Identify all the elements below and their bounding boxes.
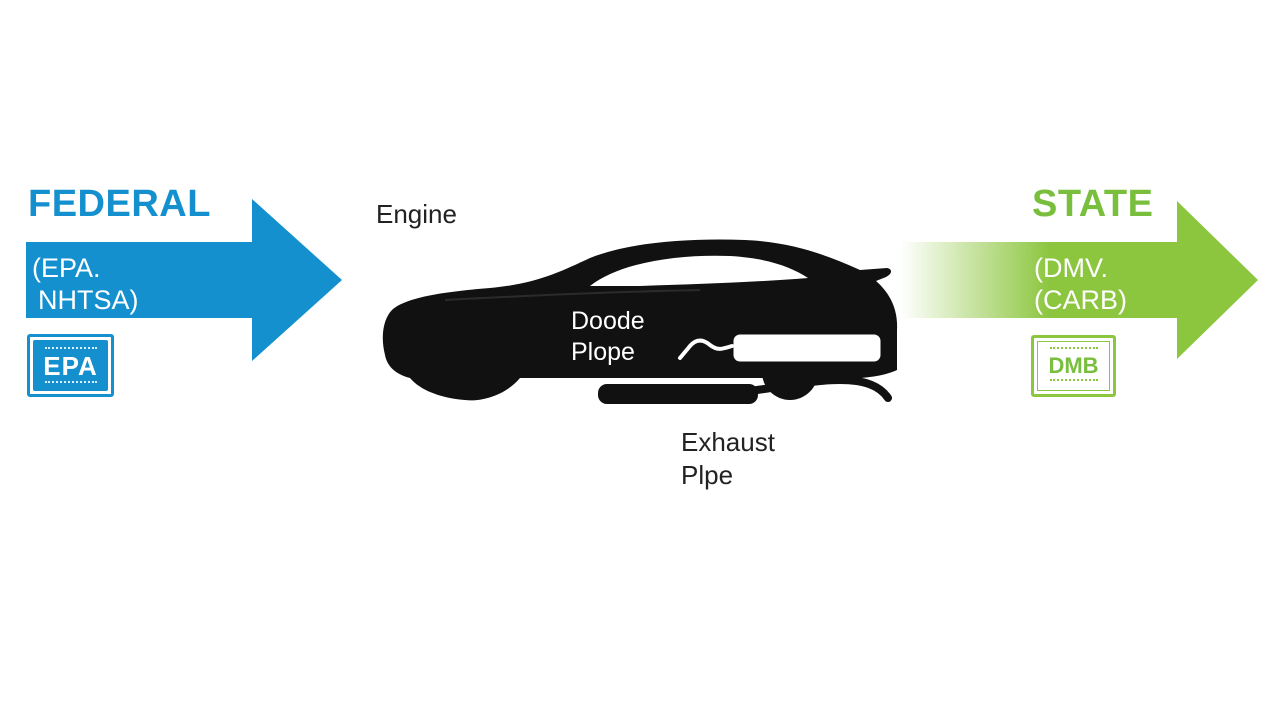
exhaust-label-line-2: Plpe — [681, 460, 734, 490]
engine-label: Engine — [376, 199, 457, 229]
state-heading: STATE — [1032, 183, 1154, 225]
dmv-badge-inner: DMB — [1037, 341, 1110, 391]
epa-badge-inner: EPA — [33, 340, 108, 391]
epa-badge-text: EPA — [43, 350, 98, 381]
federal-agencies-line-1: (EPA. — [32, 253, 101, 283]
epa-badge-dots-top — [44, 346, 97, 353]
federal-heading: FEDERAL — [28, 183, 211, 225]
state-agencies-line-2: (CARB) — [1034, 285, 1127, 315]
dmv-badge-text: DMB — [1048, 353, 1099, 378]
state-agencies-line-1: (DMV. — [1034, 253, 1109, 283]
car-body-label-line-1: Doode — [571, 307, 645, 335]
epa-badge-dots-bottom — [44, 380, 97, 387]
dmv-badge: DMB — [1031, 335, 1116, 397]
dmv-badge-dots-top — [1049, 347, 1098, 353]
car-body-label-line-2: Plope — [571, 338, 635, 366]
dmv-badge-dots-bottom — [1049, 379, 1098, 385]
federal-agencies-line-2: NHTSA) — [38, 285, 139, 315]
exhaust-label-line-1: Exhaust — [681, 427, 775, 457]
epa-badge: EPA — [27, 334, 114, 397]
